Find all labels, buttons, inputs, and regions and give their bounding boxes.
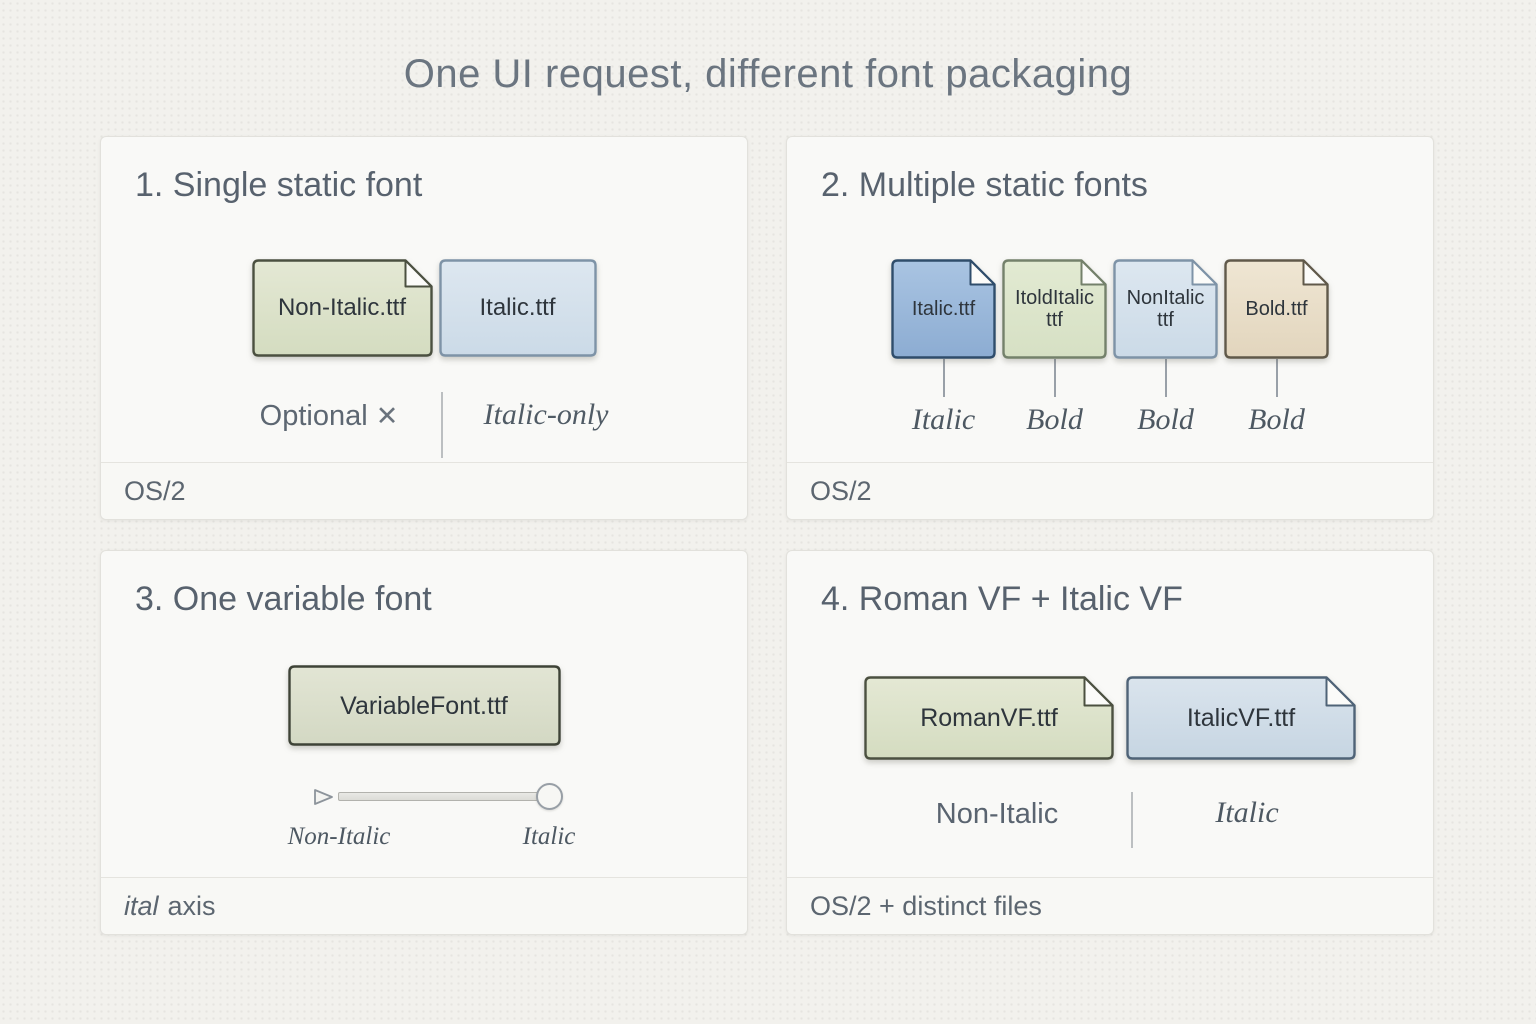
file-bolditalic-ttf: ItoldItalic ttf bbox=[1002, 259, 1107, 359]
panel-grid: 1. Single static font Non-Italic.ttf Ita… bbox=[100, 136, 1434, 935]
italic-label: Italic bbox=[1215, 796, 1279, 829]
panel-roman-vf-italic-vf: 4. Roman VF + Italic VF RomanVF.ttf Ital… bbox=[786, 550, 1434, 935]
label-divider bbox=[441, 392, 443, 458]
panel2-footer: OS/2 bbox=[787, 462, 1433, 519]
file-name-label: Non-Italic.ttf bbox=[277, 293, 407, 321]
file-name-label: VariableFont.ttf bbox=[340, 691, 508, 720]
panel2-heading: 2. Multiple static fonts bbox=[821, 166, 1148, 204]
file-name-label: Italic.ttf bbox=[911, 297, 976, 320]
file-shape-svg bbox=[891, 259, 996, 359]
label-divider bbox=[1131, 792, 1133, 848]
optional-label: Optional✕ bbox=[259, 400, 399, 432]
ital-axis-slider: Non-Italic Italic bbox=[101, 783, 747, 869]
file-bold-ttf: Bold.ttf bbox=[1224, 259, 1329, 359]
file-name-label: RomanVF.ttf bbox=[920, 704, 1058, 732]
file-italic-ttf: Italic.ttf bbox=[891, 259, 996, 359]
file-shape-svg bbox=[251, 259, 433, 357]
axis-max-label: Italic bbox=[522, 823, 576, 850]
connector-line bbox=[1275, 359, 1278, 397]
axis-min-label: Non-Italic bbox=[287, 823, 391, 850]
panel3-heading: 3. One variable font bbox=[135, 580, 432, 618]
file-name-label: Bold.ttf bbox=[1245, 297, 1308, 320]
slider-track bbox=[338, 792, 548, 801]
file-name-label: ItoldItalic ttf bbox=[1015, 286, 1094, 331]
panel-multiple-static-fonts: 2. Multiple static fonts Italic.ttf Ital… bbox=[786, 136, 1434, 520]
connector-line bbox=[1053, 359, 1056, 397]
panel3-footer: ital axis bbox=[101, 877, 747, 934]
style-tag-label: Bold bbox=[1026, 403, 1083, 436]
style-tag-label: Bold bbox=[1137, 403, 1194, 436]
file-shape-svg bbox=[1002, 259, 1107, 359]
file-italicvf-ttf: ItalicVF.ttf bbox=[1126, 676, 1356, 760]
axis-arrow-icon bbox=[314, 789, 333, 805]
file-shape-svg bbox=[287, 665, 561, 746]
file-non-italic-ttf: Non-Italic.ttf bbox=[251, 259, 433, 357]
file-variablefont-ttf: VariableFont.ttf bbox=[287, 665, 561, 746]
panel1-heading: 1. Single static font bbox=[135, 166, 423, 204]
panel-single-static-font: 1. Single static font Non-Italic.ttf Ita… bbox=[100, 136, 748, 520]
file-name-label: NonItalic ttf bbox=[1126, 286, 1205, 331]
file-name-label: Italic.ttf bbox=[479, 293, 556, 321]
file-shape-svg bbox=[1224, 259, 1329, 359]
file-name-label: ItalicVF.ttf bbox=[1186, 704, 1296, 732]
x-mark-icon: ✕ bbox=[375, 401, 399, 431]
panel1-footer: OS/2 bbox=[101, 462, 747, 519]
panel-one-variable-font: 3. One variable font VariableFont.ttf No… bbox=[100, 550, 748, 935]
panel4-heading: 4. Roman VF + Italic VF bbox=[821, 580, 1183, 618]
non-italic-label: Non-Italic bbox=[935, 798, 1059, 830]
file-romanvf-ttf: RomanVF.ttf bbox=[864, 676, 1114, 760]
file-shape-svg bbox=[438, 259, 597, 357]
file-shape-svg bbox=[1126, 676, 1356, 760]
style-tag-label: Bold bbox=[1248, 403, 1305, 436]
slider-knob bbox=[536, 783, 563, 810]
page-title: One UI request, different font packaging bbox=[403, 52, 1133, 96]
file-shape-svg bbox=[864, 676, 1114, 760]
file-nonitalic-ttf: NonItalic ttf bbox=[1113, 259, 1218, 359]
axis-word: axis bbox=[167, 890, 216, 921]
style-tag-label: Italic bbox=[911, 403, 976, 436]
ital-axis-tag: ital bbox=[124, 890, 159, 921]
italic-only-label: Italic-only bbox=[483, 398, 609, 431]
file-italic-ttf: Italic.ttf bbox=[438, 259, 597, 357]
file-shape-svg bbox=[1113, 259, 1218, 359]
connector-line bbox=[1164, 359, 1167, 397]
connector-line bbox=[942, 359, 945, 397]
panel4-footer: OS/2 + distinct files bbox=[787, 877, 1433, 934]
